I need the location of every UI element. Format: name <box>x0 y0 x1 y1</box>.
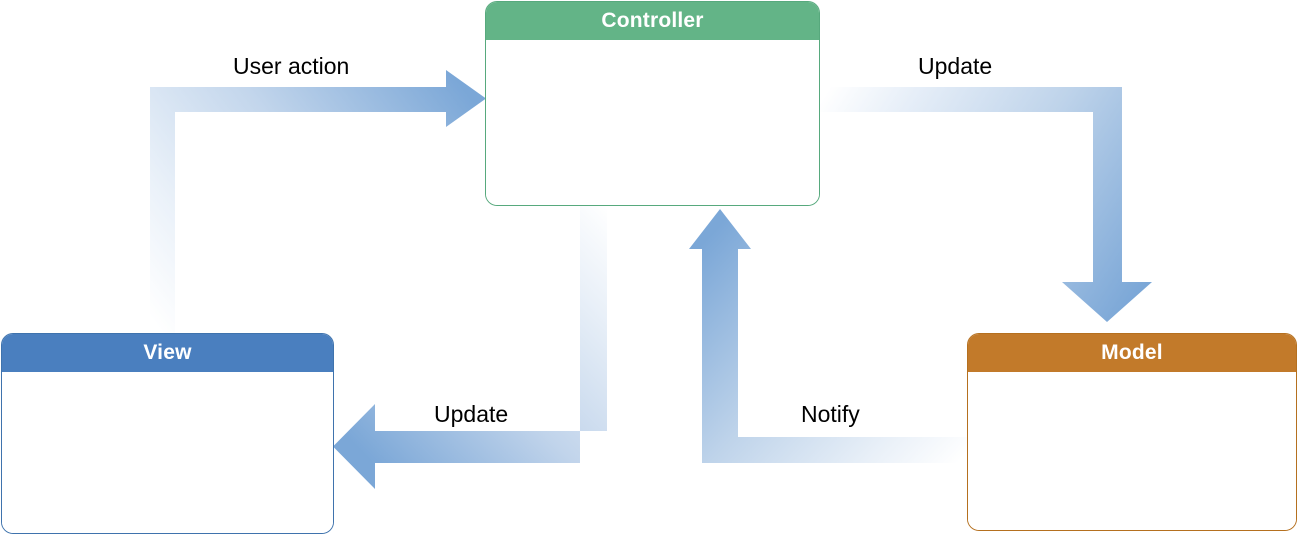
node-model-body <box>968 372 1296 530</box>
node-controller-body <box>486 40 819 205</box>
edge-label-update-bottom: Update <box>434 401 509 427</box>
arrow-user-action <box>150 70 486 333</box>
node-view-body <box>2 372 333 533</box>
node-view[interactable]: View <box>1 333 334 534</box>
edge-label-update-right: Update <box>918 53 993 79</box>
edge-label-user-action: User action <box>233 53 350 79</box>
node-model-title: Model <box>968 334 1296 372</box>
arrow-update-bottom <box>333 206 607 489</box>
edge-label-notify: Notify <box>801 401 860 427</box>
node-controller[interactable]: Controller <box>485 1 820 206</box>
node-controller-title: Controller <box>486 2 819 40</box>
arrow-notify <box>689 209 968 463</box>
node-model[interactable]: Model <box>967 333 1297 531</box>
node-view-title: View <box>2 334 333 372</box>
arrow-update-right <box>820 87 1152 322</box>
